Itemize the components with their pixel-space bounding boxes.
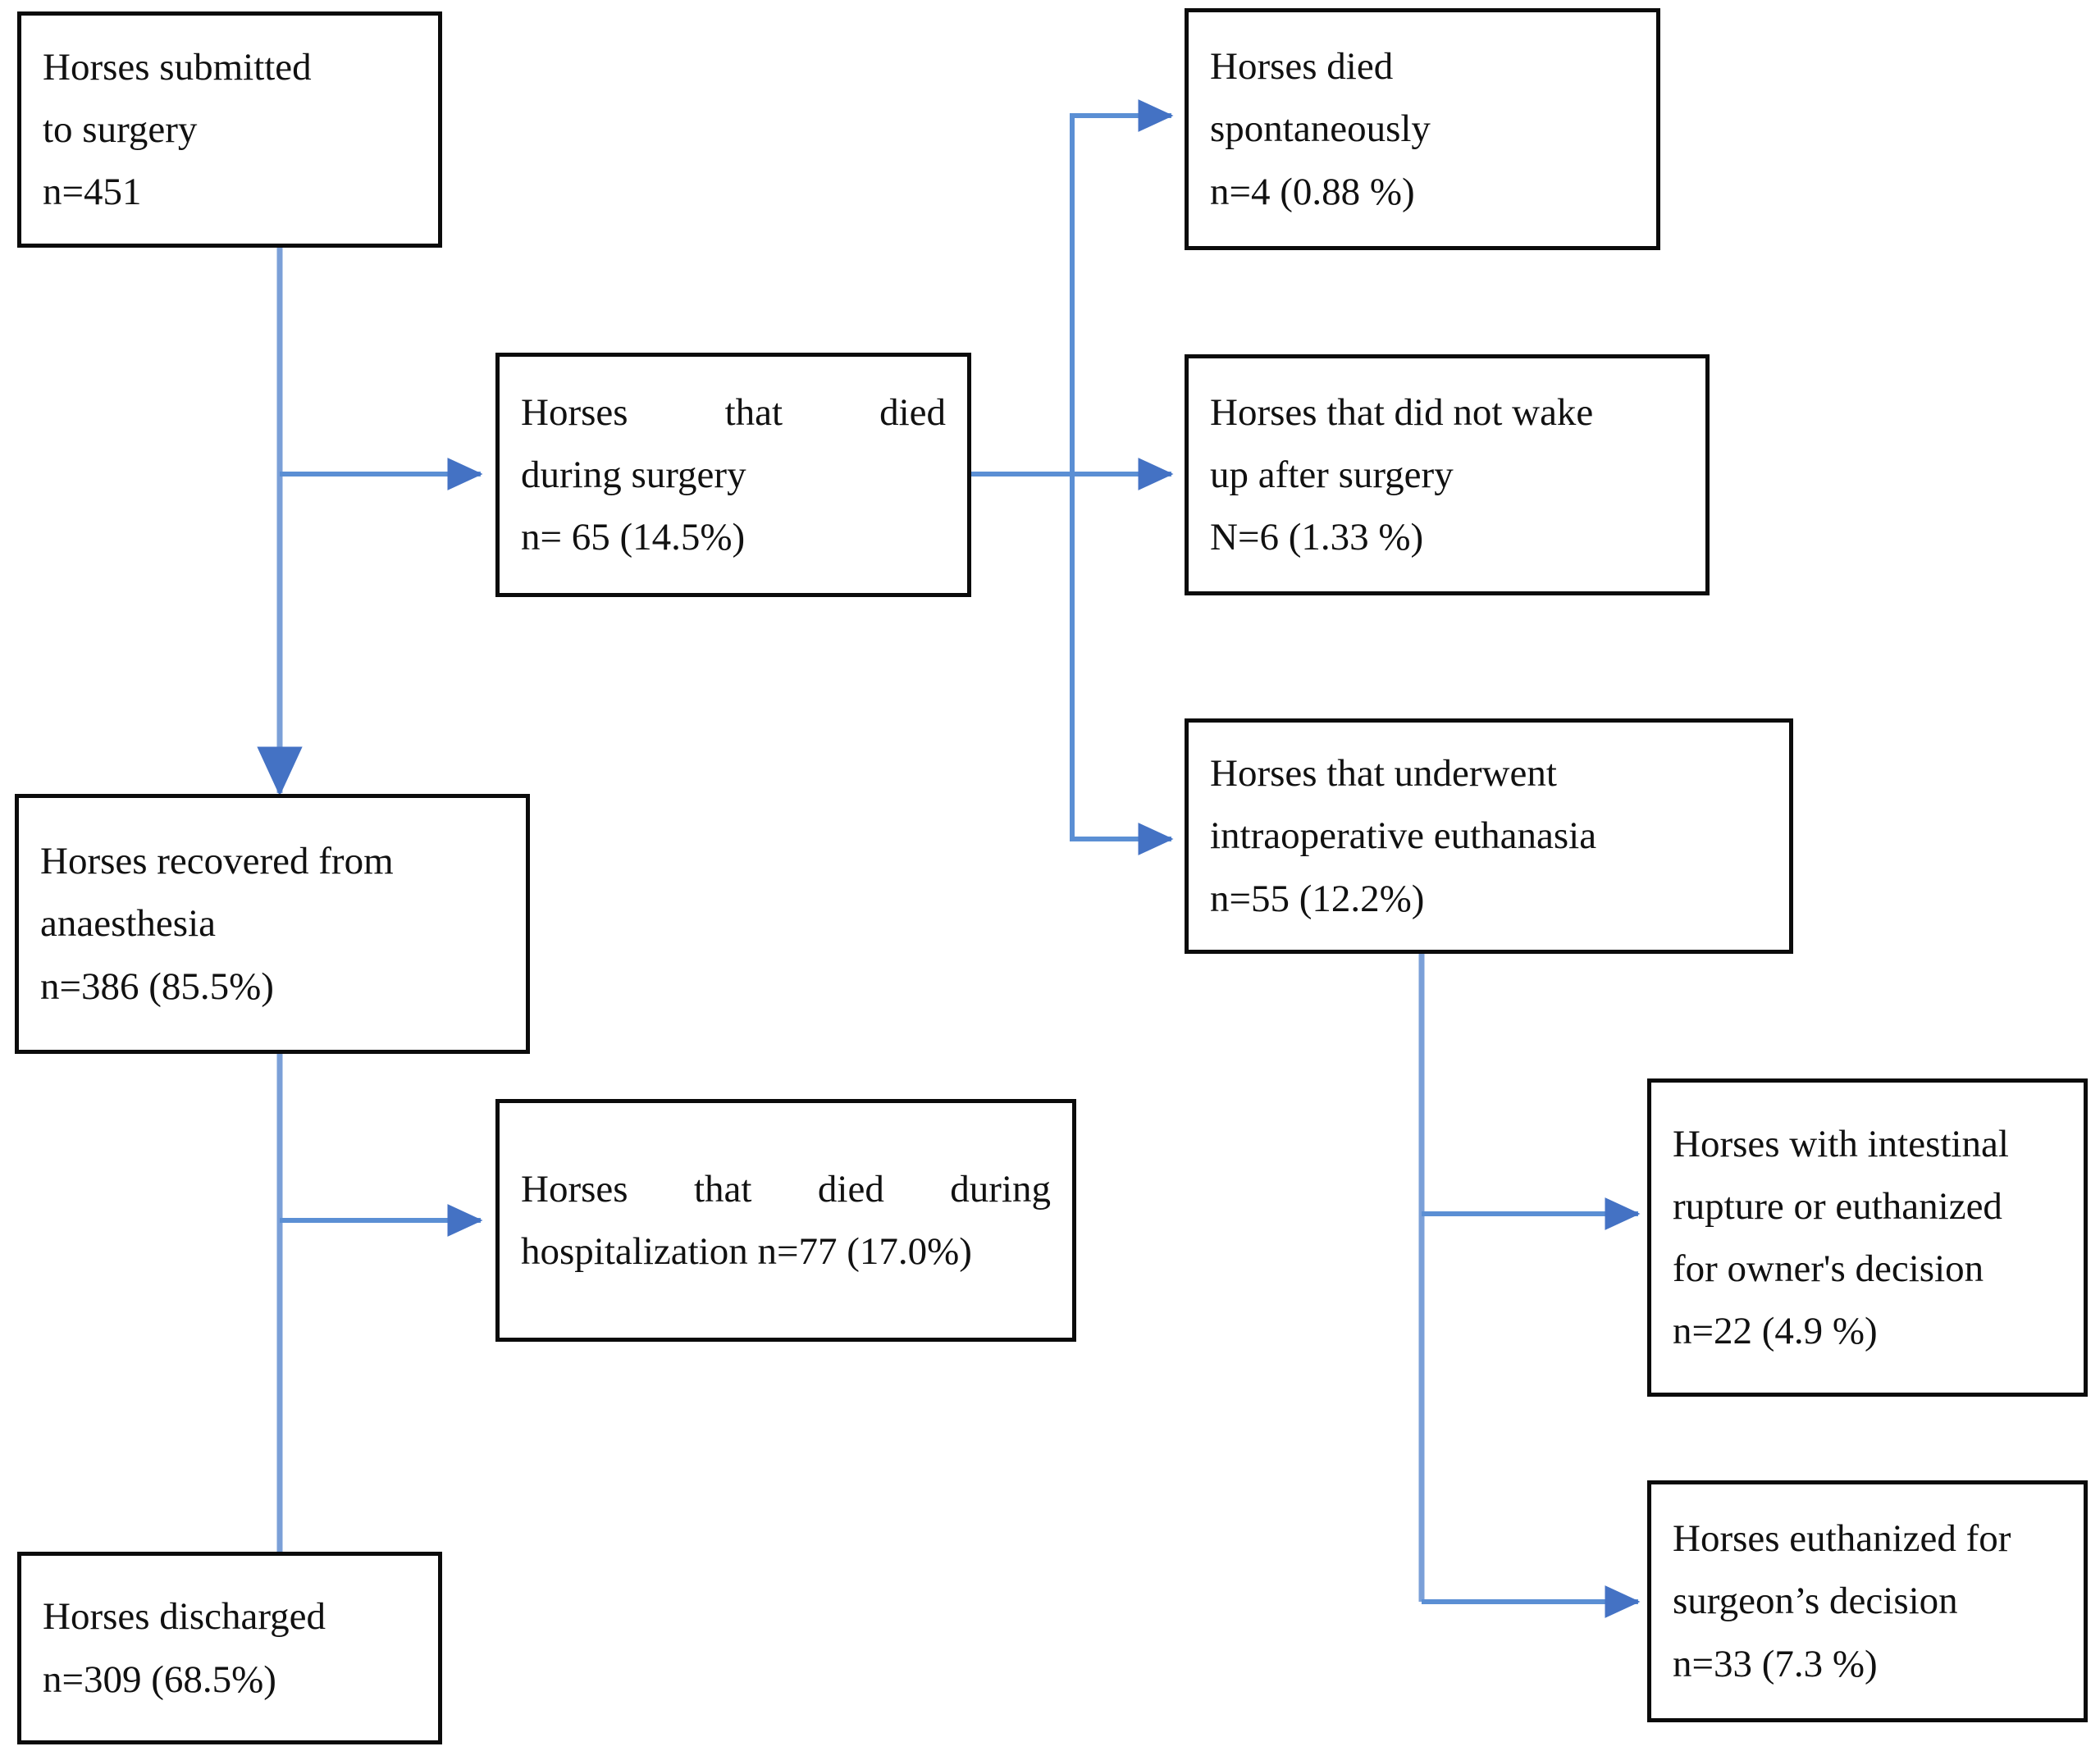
node-line: n= 65 (14.5%) [521,516,746,559]
edge-died-surgery-to-intraop-euthanasia [1070,474,1174,855]
node-line: Horses discharged [43,1595,326,1639]
node-horses-died-during-surgery[interactable]: Horses that died during surgery n= 65 (1… [495,353,971,597]
node-horses-discharged[interactable]: Horses discharged n=309 (68.5%) [17,1552,442,1744]
node-line: N=6 (1.33 %) [1210,516,1424,559]
node-horses-recovered-from-anaesthesia[interactable]: Horses recovered from anaesthesia n=386 … [15,794,530,1054]
node-line: Horses died [1210,45,1394,89]
node-line: to surgery [43,107,198,151]
node-line: n=451 [43,171,142,214]
node-horses-euthanized-surgeon-decision[interactable]: Horses euthanized for surgeon’s decision… [1647,1480,2088,1722]
node-horses-intestinal-rupture[interactable]: Horses with intestinal rupture or euthan… [1647,1078,2088,1397]
node-line: Horses with intestinal [1673,1122,2009,1165]
node-line: Horses euthanized for [1673,1517,2011,1561]
node-horses-died-spontaneously[interactable]: Horses died spontaneously n=4 (0.88 %) [1185,8,1660,250]
node-line: hospitalization n=77 (17.0%) [521,1230,972,1273]
node-line: surgeon’s decision [1673,1580,1958,1623]
node-line: during surgery [521,453,746,496]
node-line: for owner's decision [1673,1247,1984,1290]
node-horses-died-during-hospitalization[interactable]: Horses that died during hospitalization … [495,1099,1076,1342]
node-line: n=309 (68.5%) [43,1658,276,1701]
node-line: spontaneously [1210,107,1431,151]
node-line: Horses that died during [521,1167,1051,1211]
node-line: rupture or euthanized [1673,1184,2002,1228]
node-line: Horses that underwent [1210,752,1557,796]
edge-died-surgery-to-spontaneous [1070,99,1174,474]
node-line: Horses that died [521,390,946,434]
node-line: anaesthesia [40,902,217,946]
node-line: n=33 (7.3 %) [1673,1642,1878,1685]
node-line: Horses that did not wake [1210,390,1594,434]
node-line: Horses recovered from [40,840,394,883]
node-line: up after surgery [1210,453,1454,496]
node-line: n=386 (85.5%) [40,964,274,1008]
node-line: intraoperative euthanasia [1210,814,1597,858]
node-horses-intraoperative-euthanasia[interactable]: Horses that underwent intraoperative eut… [1185,718,1793,954]
node-line: n=4 (0.88 %) [1210,170,1415,213]
node-line: n=55 (12.2%) [1210,877,1425,920]
node-horses-did-not-wake-up[interactable]: Horses that did not wake up after surger… [1185,354,1710,595]
node-line: n=22 (4.9 %) [1673,1310,1878,1353]
node-horses-submitted-to-surgery[interactable]: Horses submitted to surgery n=451 [17,11,442,248]
node-line: Horses submitted [43,45,312,89]
